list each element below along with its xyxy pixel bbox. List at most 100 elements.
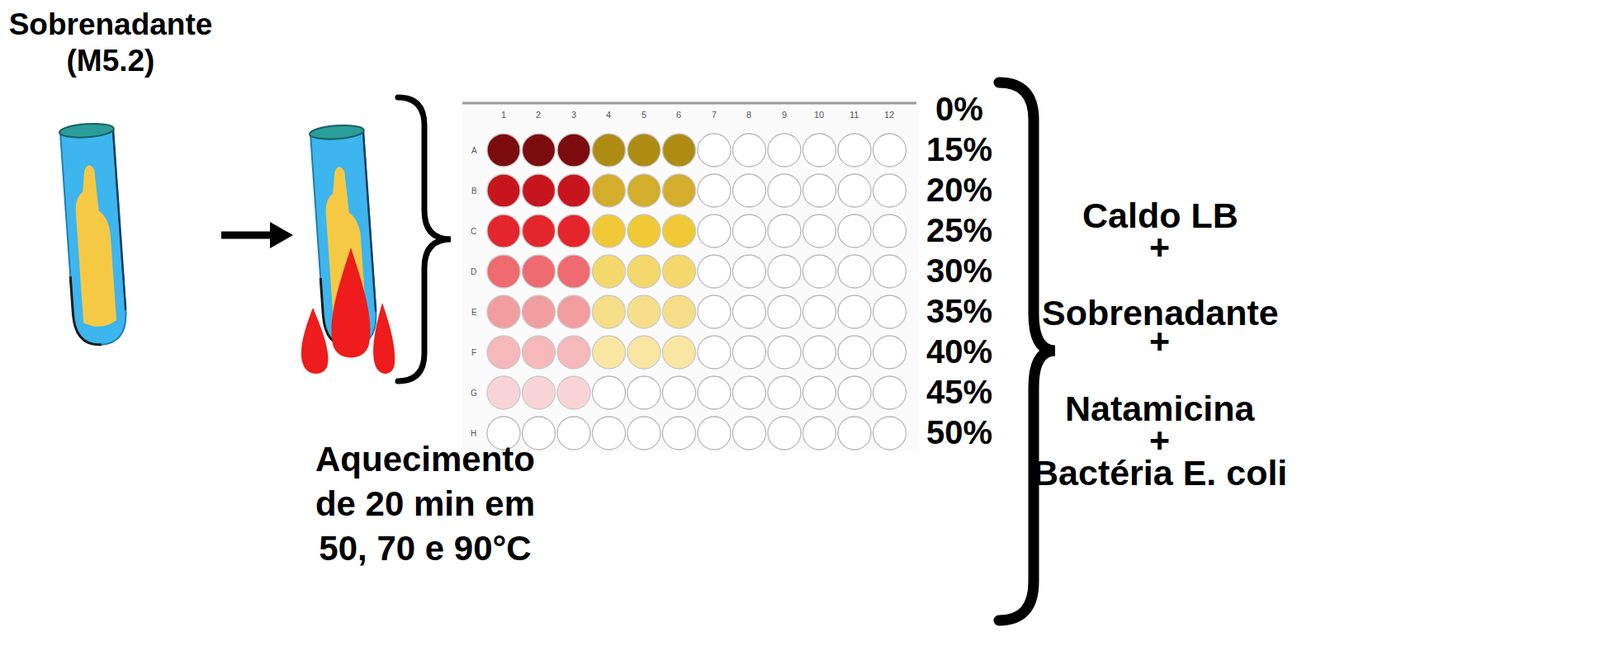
well [627, 133, 661, 167]
flame [301, 307, 329, 374]
row-letter: C [470, 227, 477, 237]
well [592, 295, 626, 329]
well [487, 336, 521, 370]
well [522, 214, 556, 248]
concentration-label: 25% [926, 212, 993, 249]
well [873, 295, 907, 329]
plus-sign: + [1149, 227, 1170, 267]
test-tube [52, 113, 136, 354]
well [733, 214, 767, 248]
concentration-label: 45% [926, 373, 993, 411]
well [767, 295, 801, 329]
well [733, 416, 767, 450]
well [557, 336, 591, 370]
well [873, 133, 907, 167]
well-plate [462, 97, 919, 453]
row-letter: F [471, 348, 477, 358]
well [803, 133, 837, 167]
column-number: 2 [535, 109, 541, 120]
well [803, 336, 837, 370]
well [627, 336, 661, 370]
step-caption: Aquecimento de 20 min em 50, 70 e 90°C [301, 437, 550, 572]
well [662, 174, 696, 208]
column-number: 8 [746, 109, 752, 120]
well [487, 214, 521, 248]
well [837, 295, 872, 329]
well [662, 336, 696, 370]
column-number: 4 [605, 109, 611, 120]
sample-title: Sobrenadante (M5.2) [3, 6, 218, 80]
well [487, 133, 521, 167]
tube-liquid [72, 164, 118, 328]
well [557, 416, 591, 450]
column-number: 1 [501, 109, 507, 120]
well [767, 133, 801, 167]
flow-arrow [221, 222, 294, 249]
well [487, 295, 521, 329]
tube-edge [113, 128, 126, 310]
plate-edge [462, 102, 917, 105]
well [662, 255, 696, 289]
column-number: 11 [849, 109, 859, 120]
well [803, 416, 837, 450]
well [767, 214, 801, 248]
well [767, 376, 801, 410]
well [522, 376, 556, 410]
well [767, 416, 801, 450]
well [803, 295, 837, 329]
well [733, 133, 767, 167]
column-number: 12 [884, 109, 895, 120]
well [557, 295, 591, 329]
flame [373, 302, 395, 374]
column-number: 10 [814, 109, 824, 120]
well [592, 416, 626, 450]
well [662, 416, 696, 450]
well [627, 214, 661, 248]
arrow-head [269, 222, 294, 249]
well [662, 376, 696, 410]
tube-node: Sobrenadante (M5.2) [3, 6, 218, 356]
well [557, 376, 591, 410]
concentration-label: 50% [926, 414, 993, 451]
tube-rim [308, 123, 365, 142]
well [767, 336, 801, 370]
well [697, 416, 731, 450]
concentration-label: 15% [926, 131, 993, 168]
well [557, 255, 591, 289]
well [592, 376, 626, 410]
well [733, 336, 767, 370]
well [662, 133, 696, 167]
row-letter: E [471, 307, 478, 318]
well [487, 255, 521, 289]
well [803, 214, 837, 248]
well [837, 214, 872, 248]
well [557, 133, 591, 167]
well [873, 336, 907, 370]
well [522, 133, 556, 167]
well [627, 295, 661, 329]
well [522, 174, 556, 208]
well [522, 336, 556, 370]
concentration-label: 40% [926, 333, 993, 370]
well [733, 255, 767, 289]
well [733, 376, 767, 410]
well [697, 133, 731, 167]
well [627, 174, 661, 208]
row-letter: A [471, 146, 478, 156]
well [837, 336, 872, 370]
well [697, 336, 731, 370]
well [662, 214, 696, 248]
row-letter: H [470, 429, 477, 439]
well [522, 295, 556, 329]
well [837, 416, 872, 450]
well [873, 376, 907, 410]
well [662, 295, 696, 329]
tube-shadow [70, 274, 102, 347]
column-number: 3 [571, 109, 577, 120]
well [627, 376, 661, 410]
ingredient-label: Bactéria E. coli [1032, 454, 1288, 493]
well [697, 214, 731, 248]
tube-rim [58, 122, 114, 140]
